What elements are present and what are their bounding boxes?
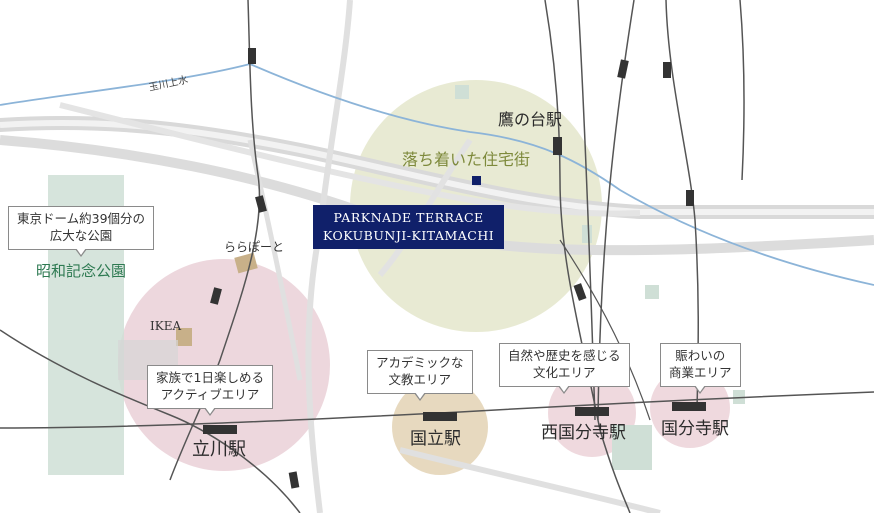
station-marker <box>248 48 256 64</box>
station-marker <box>617 59 629 79</box>
railway-line <box>0 391 874 429</box>
takanodai-station-marker <box>553 137 562 155</box>
kunitachi-station-marker <box>423 412 457 421</box>
green-patch <box>645 285 659 299</box>
showa-park-callout: 東京ドーム約39個分の 広大な公園 <box>8 206 155 257</box>
highway <box>59 102 641 217</box>
callout-line: 家族で1日楽しめる <box>156 370 264 385</box>
callout-line: 文化エリア <box>533 364 596 380</box>
callout-line: アクティブエリア <box>160 386 260 402</box>
railway-line <box>0 329 301 513</box>
tachikawa-station-label: 立川駅 <box>192 439 246 460</box>
property-name-line1: PARKNADE TERRACE <box>333 210 484 225</box>
callout-line: 商業エリア <box>669 364 732 380</box>
railway-line <box>559 239 651 421</box>
highway <box>399 447 661 513</box>
callout-line: 文教エリア <box>388 371 452 387</box>
nishi-kokubunji-station-marker <box>575 407 609 416</box>
green-patch <box>612 425 652 470</box>
highway <box>305 0 353 513</box>
station-marker <box>210 287 222 305</box>
residential-area-label: 落ち着いた住宅街 <box>402 150 531 169</box>
callout-line: アカデミックな <box>376 355 464 370</box>
railway-line <box>739 0 745 181</box>
highway <box>0 120 874 215</box>
station-marker <box>255 195 267 213</box>
kunitachi-station-label: 国立駅 <box>410 429 461 449</box>
callout-line: 自然や歴史を感じる <box>508 348 621 363</box>
ikea-building <box>176 328 192 346</box>
lalaport-label: ららぽーと <box>224 240 285 254</box>
kunitachi-callout: アカデミックな 文教エリア <box>367 350 473 401</box>
railway-line <box>544 0 631 513</box>
nishi-kokubunji-station-label: 西国分寺駅 <box>541 423 626 443</box>
kokubunji-station-label: 国分寺駅 <box>661 419 729 439</box>
callout-line: 賑わいの <box>675 348 726 363</box>
callout-line: 東京ドーム約39個分の <box>17 211 146 226</box>
ikea-label: IKEA <box>150 319 182 333</box>
showa-park-label: 昭和記念公園 <box>36 262 127 280</box>
station-marker <box>573 283 587 301</box>
station-marker <box>288 471 300 489</box>
property-name-line2: KOKUBUNJI-KITAMACHI <box>323 228 495 244</box>
nishi-kokubunji-callout: 自然や歴史を感じる 文化エリア <box>499 343 630 394</box>
kokubunji-callout: 賑わいの 商業エリア <box>660 343 741 394</box>
railway-line <box>169 0 261 481</box>
kokubunji-station-marker <box>672 402 706 411</box>
property-label: PARKNADE TERRACE KOKUBUNJI-KITAMACHI <box>313 205 505 250</box>
tachikawa-callout: 家族で1日楽しめる アクティブエリア <box>147 365 273 416</box>
green-patch <box>582 225 592 243</box>
property-pin <box>472 176 481 185</box>
takanodai-station-label: 鷹の台駅 <box>498 110 563 129</box>
tachikawa-station-marker <box>203 425 237 434</box>
green-patch <box>455 85 469 99</box>
station-marker <box>663 62 671 78</box>
callout-line: 広大な公園 <box>49 227 113 243</box>
station-marker <box>686 190 694 206</box>
